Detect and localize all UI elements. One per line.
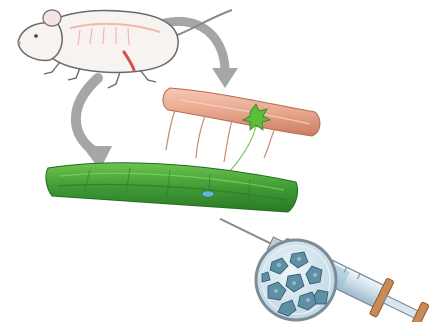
arrow-mouse-to-tissue xyxy=(76,78,112,170)
green-muscle-tissue xyxy=(46,163,298,212)
magnified-cells-lens xyxy=(256,240,336,320)
